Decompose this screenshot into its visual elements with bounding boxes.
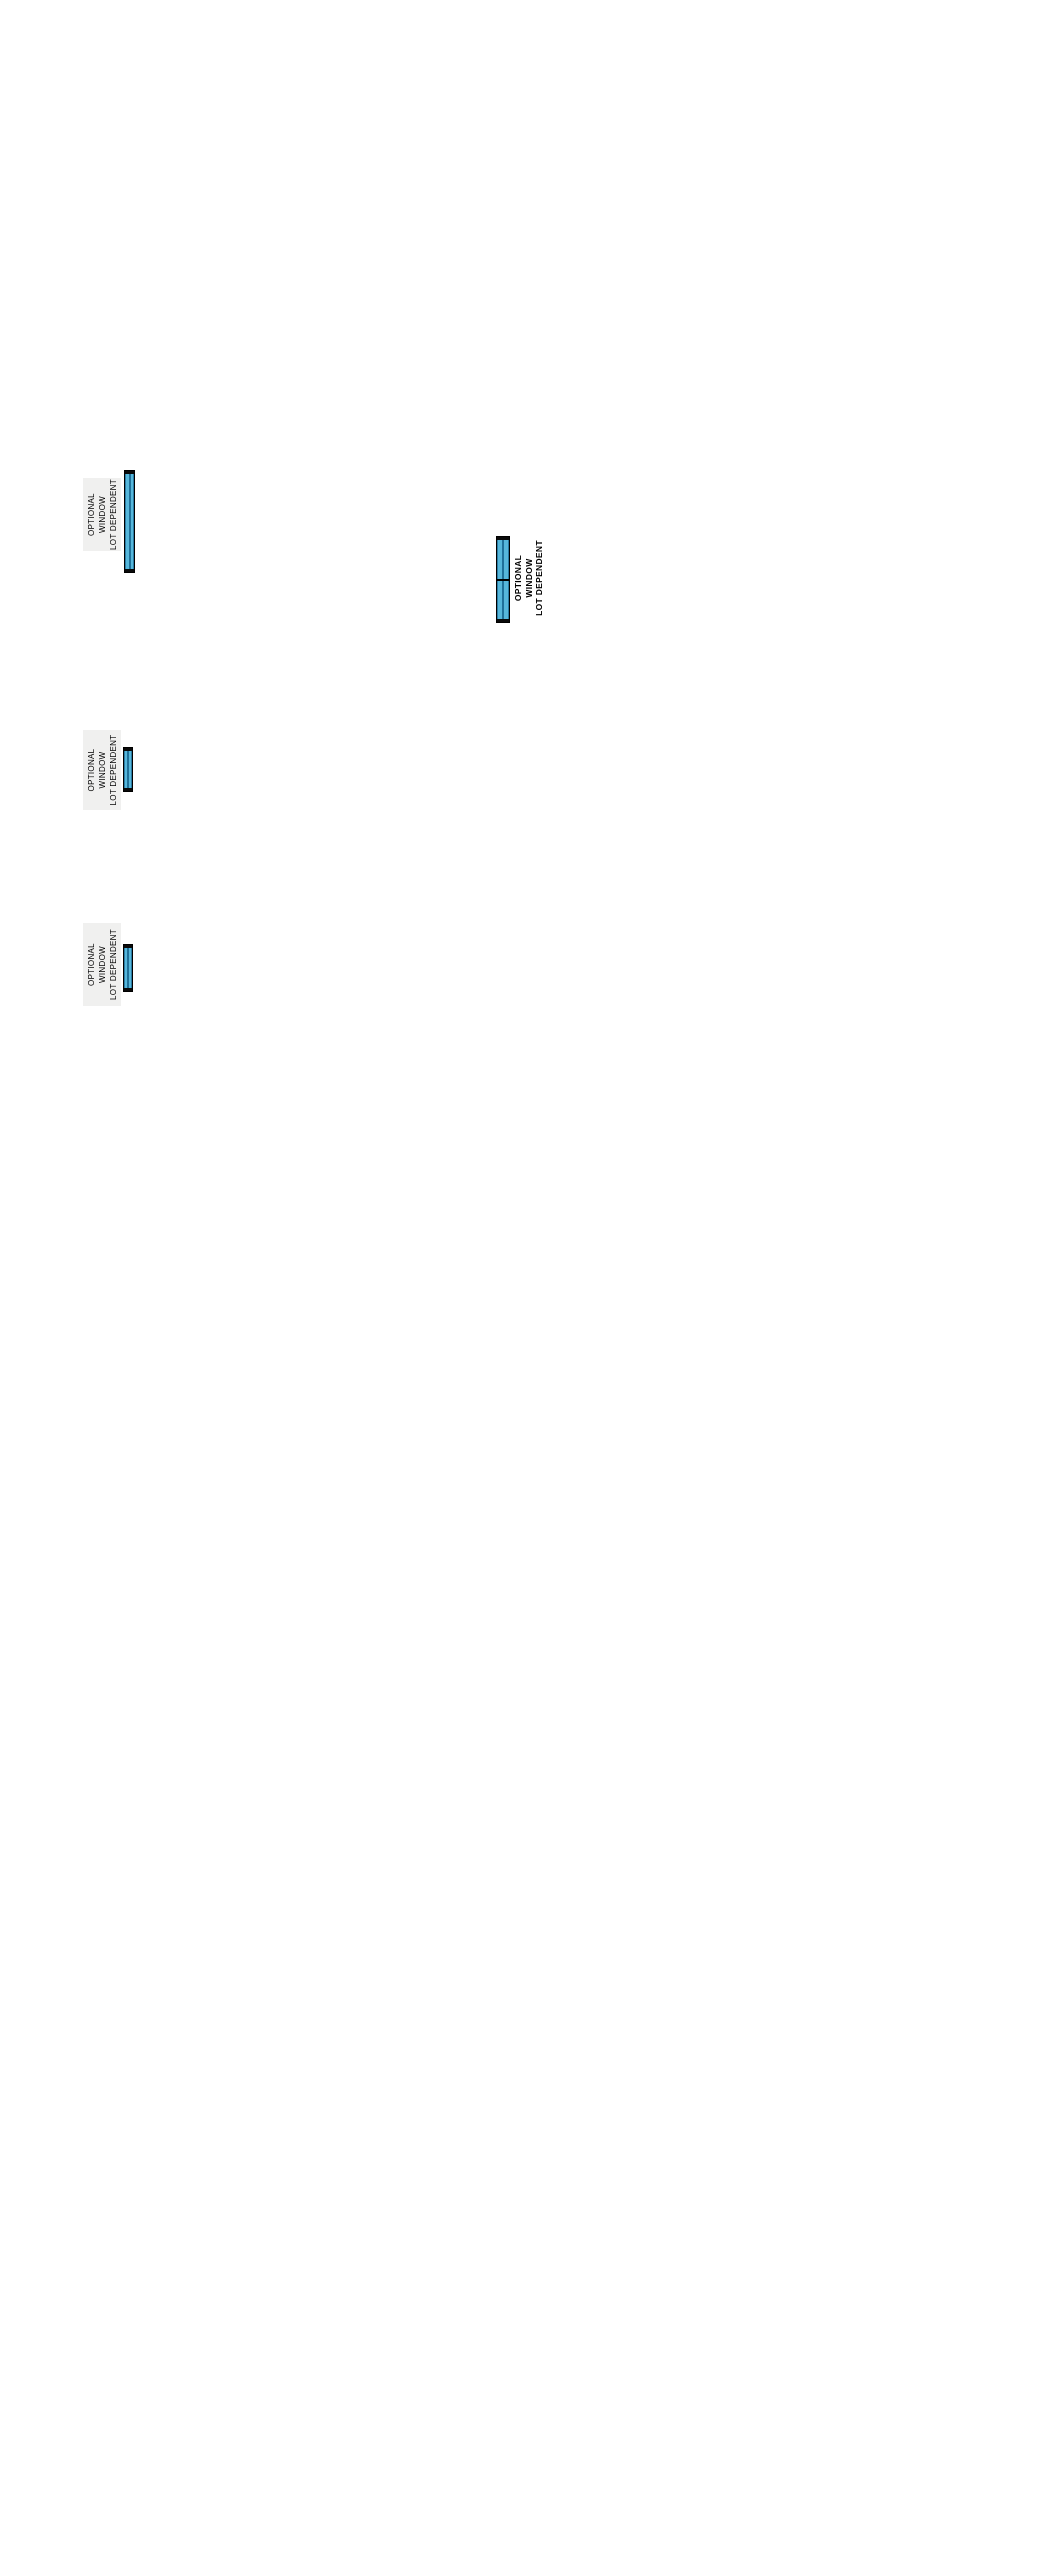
label-line: OPTIONAL [86, 943, 96, 986]
optional-window-label: OPTIONAL WINDOW LOT DEPENDENT [83, 730, 121, 810]
window-mullion [128, 474, 131, 569]
label-line: OPTIONAL [86, 748, 96, 792]
window-mullion [502, 580, 504, 619]
label-line: LOT DEPENDENT [108, 734, 118, 806]
window-cap-top [497, 537, 509, 540]
window-glass [497, 580, 509, 619]
label-line: OPTIONAL [86, 493, 96, 536]
window-glass [497, 540, 509, 579]
window-cap-top [124, 748, 132, 751]
label-line: LOT DEPENDENT [534, 540, 545, 616]
window-symbol [123, 944, 133, 992]
optional-window-label: OPTIONAL WINDOW LOT DEPENDENT [83, 923, 121, 1006]
window-divider [497, 578, 509, 581]
window-cap-bottom [124, 788, 132, 791]
label-line: WINDOW [523, 558, 534, 598]
window-glass [124, 948, 132, 988]
window-mullion [127, 948, 129, 988]
window-symbol [124, 470, 135, 573]
window-cap-bottom [497, 619, 509, 622]
window-glass [124, 751, 132, 788]
label-line: WINDOW [97, 751, 107, 789]
label-line: LOT DEPENDENT [108, 479, 118, 550]
window-cap-bottom [124, 988, 132, 991]
label-line: LOT DEPENDENT [108, 929, 118, 1000]
window-glass [125, 474, 134, 569]
window-mullion [127, 751, 129, 788]
window-cap-top [125, 471, 134, 474]
label-line: WINDOW [97, 946, 107, 983]
optional-window-label: OPTIONAL WINDOW LOT DEPENDENT [83, 478, 121, 551]
label-line: WINDOW [97, 496, 107, 533]
window-cap-top [124, 945, 132, 948]
window-symbol [496, 536, 510, 623]
optional-window-label: OPTIONAL WINDOW LOT DEPENDENT [512, 538, 546, 618]
window-symbol [123, 747, 133, 792]
label-line: OPTIONAL [513, 554, 524, 602]
window-mullion [502, 540, 504, 579]
window-cap-bottom [125, 569, 134, 572]
